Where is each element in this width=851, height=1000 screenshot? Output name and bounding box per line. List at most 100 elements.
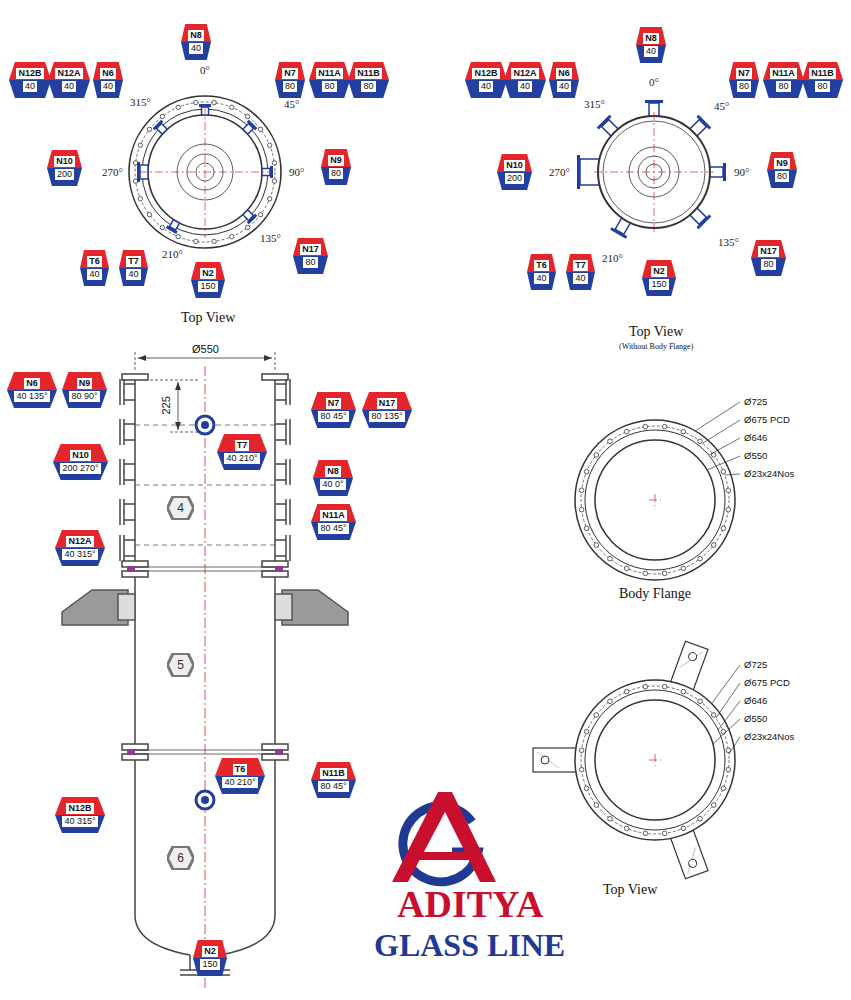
nozzle-badge: N12B40	[465, 62, 507, 98]
nozzle-tag: N11B	[355, 68, 382, 79]
nozzle-size: 80 45°	[318, 781, 348, 792]
nozzle-tag: N10	[54, 156, 75, 167]
nozzle-badge: T640	[80, 250, 109, 286]
nozzle-tag: N17	[377, 398, 398, 409]
nozzle-badge: T740	[119, 250, 148, 286]
nozzle-tag: N7	[282, 68, 298, 79]
body-flange	[575, 420, 735, 580]
nozzle-tag: N8	[643, 33, 659, 44]
dimension: Ø550	[743, 451, 768, 462]
nozzle-size: 40 135°	[14, 391, 49, 402]
dimension: Ø23x24Nos	[743, 469, 795, 480]
nozzle-size: 80	[737, 81, 751, 92]
nozzle-tag: N2	[202, 946, 218, 957]
section-number-badge: 6	[167, 846, 194, 870]
leader-lines	[695, 402, 740, 754]
nozzle-tag: N11B	[809, 68, 836, 79]
nozzle-badge: N17 80 135°	[362, 392, 412, 428]
nozzle-size: 200	[505, 173, 524, 184]
dimension: Ø23x24Nos	[743, 732, 795, 743]
angle-label: 135°	[717, 236, 740, 249]
nozzle-badge: N11A 80 45°	[311, 504, 356, 540]
nozzle-badge: N12B40 315°	[55, 797, 105, 833]
nozzle-badge: N11B 80 45°	[311, 762, 356, 798]
dimension: Ø550	[191, 343, 220, 356]
nozzle-tag: N11B	[320, 768, 347, 779]
nozzle-size: 80 135°	[369, 411, 404, 422]
dimension: Ø725	[743, 397, 768, 408]
nozzle-badge: N2150	[191, 262, 225, 298]
nozzle-tag: N2	[200, 268, 216, 279]
nozzle-tag: N9	[77, 378, 93, 389]
nozzle-size: 150	[198, 281, 217, 292]
view-title: Body Flange	[619, 586, 691, 602]
section-number: 5	[177, 658, 184, 672]
nozzle-badge: N980 90°	[62, 372, 107, 408]
angle-label: 0°	[199, 64, 211, 77]
nozzle-size: 40	[101, 81, 115, 92]
nozzle-badge: N980	[767, 152, 797, 188]
nozzle-size: 200	[55, 169, 74, 180]
angle-label: 315°	[583, 98, 606, 111]
dimension-lines	[135, 352, 275, 432]
angle-label: 315°	[129, 96, 152, 109]
nozzle-badge: N10200 270°	[53, 444, 108, 480]
nozzle-badge: N1780	[293, 238, 328, 274]
nozzle-size: 40	[23, 81, 37, 92]
nozzle-tag: N6	[24, 378, 40, 389]
angle-label: 270°	[548, 166, 571, 179]
nozzle-badge: N7 80 45°	[311, 392, 356, 428]
nozzle-size: 200 270°	[60, 463, 100, 474]
nozzle-badge: T6 40 210°	[215, 758, 265, 794]
view-title: Top View	[603, 882, 657, 898]
nozzle-tag: N12A	[511, 68, 538, 79]
nozzle-tag: N8	[325, 466, 341, 477]
nozzle-size: 150	[649, 279, 668, 290]
nozzle-badge: N840	[636, 27, 666, 63]
nozzle-tag: N7	[326, 398, 342, 409]
angle-label: 90°	[288, 166, 305, 179]
nozzle-size: 40	[479, 81, 493, 92]
nozzle-tag: T6	[534, 260, 549, 271]
dimension: Ø646	[743, 433, 768, 444]
angle-label: 210°	[601, 252, 624, 265]
nozzle-badge: N640	[549, 62, 579, 98]
nozzle-size: 80 45°	[318, 523, 348, 534]
nozzle-size: 40 210°	[222, 777, 257, 788]
nozzle-size: 40	[573, 273, 587, 284]
nozzle-tag: T6	[233, 764, 248, 775]
nozzle-tag: N12B	[66, 803, 93, 814]
top-view-flanged	[129, 96, 281, 248]
dimension: Ø675 PCD	[743, 678, 791, 689]
nozzle-badge: N2150	[642, 260, 676, 296]
nozzle-badge: N1780	[751, 240, 786, 276]
angle-label: 45°	[713, 100, 730, 113]
nozzle-size: 40 0°	[320, 479, 345, 490]
nozzle-size: 40	[518, 81, 532, 92]
nozzle-size: 80 45°	[318, 411, 348, 422]
nozzle-badge: N12A 40	[504, 62, 546, 98]
nozzle-badge: N11B80	[348, 62, 389, 98]
nozzle-tag: N12B	[16, 68, 43, 79]
view-title: Top View	[629, 324, 683, 340]
nozzle-tag: N8	[188, 30, 204, 41]
angle-label: 270°	[101, 166, 124, 179]
nozzle-badge: N8 40 0°	[313, 460, 353, 496]
nozzle-badge: N11B80	[802, 62, 843, 98]
nozzle-tag: N11A	[320, 510, 347, 521]
nozzle-tag: T7	[573, 260, 588, 271]
brand-name: GLASS LINE	[374, 927, 565, 964]
nozzle-tag: T6	[87, 256, 102, 267]
nozzle-tag: N11A	[316, 68, 343, 79]
nozzle-badge: T740	[566, 254, 595, 290]
brand-name: ADITYA	[397, 883, 543, 927]
nozzle-badge: N840	[181, 24, 211, 60]
nozzle-tag: N7	[736, 68, 752, 79]
nozzle-badge: N12A40	[48, 62, 90, 98]
nozzle-tag: N9	[328, 155, 344, 166]
angle-label: 0°	[648, 76, 660, 89]
nozzle-size: 80	[283, 81, 297, 92]
nozzle-badge: N980	[321, 149, 351, 185]
nozzle-badge: N10200	[497, 154, 532, 190]
